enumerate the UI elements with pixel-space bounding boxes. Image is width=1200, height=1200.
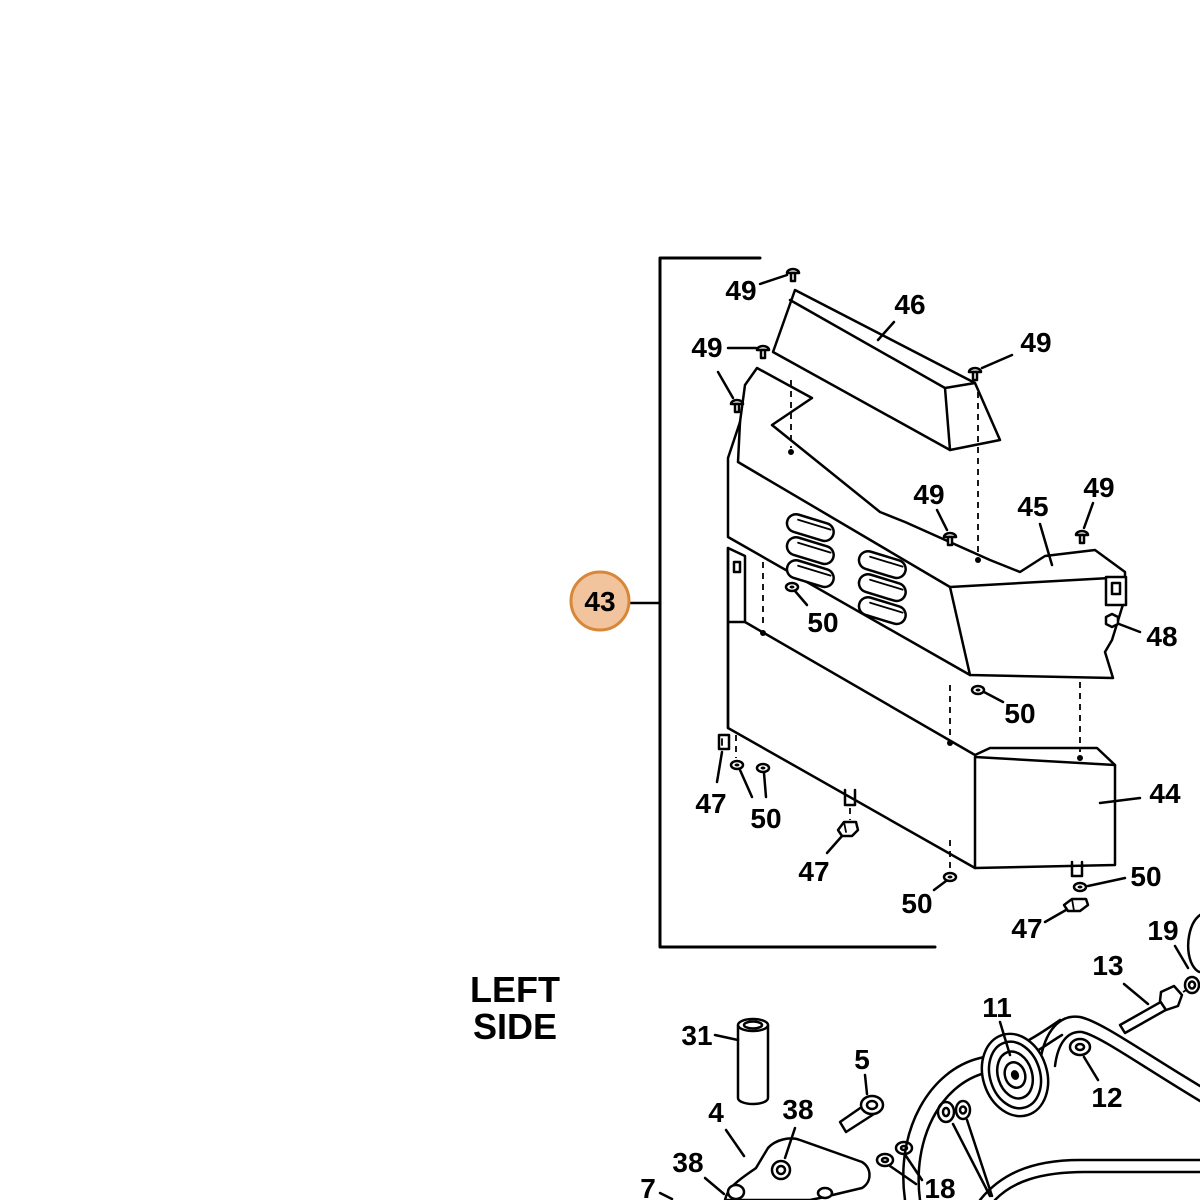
callout-4[interactable]: 4	[708, 1097, 724, 1128]
callout-49[interactable]: 49	[691, 332, 722, 363]
pulley-11	[980, 1032, 1050, 1118]
screw-49	[1074, 529, 1090, 545]
callout-50[interactable]: 50	[750, 803, 781, 834]
callout-43-label[interactable]: 43	[584, 586, 615, 617]
callout-43-circle[interactable]	[569, 570, 631, 632]
leader-lines-top	[715, 273, 1142, 924]
callout-49[interactable]: 49	[1020, 327, 1051, 358]
callout-13[interactable]: 13	[1092, 950, 1123, 981]
side-label-line1: LEFT	[470, 969, 560, 1010]
callout-49[interactable]: 49	[913, 479, 944, 510]
screw-49	[967, 366, 983, 382]
callout-5[interactable]: 5	[854, 1044, 870, 1075]
callout-7[interactable]: 7	[640, 1173, 656, 1200]
callout-50[interactable]: 50	[1130, 861, 1161, 892]
callout-45[interactable]: 45	[1017, 491, 1048, 522]
lower-shroud-44	[726, 546, 1117, 878]
callout-49[interactable]: 49	[1083, 472, 1114, 503]
callout-43-hotspot[interactable]: 43	[569, 570, 631, 632]
nut-19	[1183, 975, 1200, 995]
idler-arm-4	[723, 1137, 871, 1200]
callout-labels: 49 46 49 49 49 45 49 50 48 50 44 47 50 4…	[640, 275, 1181, 1200]
callout-44[interactable]: 44	[1149, 778, 1181, 809]
clip-47	[1062, 897, 1090, 913]
shoulder-bolt-5	[838, 1094, 885, 1134]
callout-18[interactable]: 18	[924, 1173, 955, 1200]
nut-50	[755, 762, 771, 774]
nut-50	[942, 871, 958, 883]
screw-49	[755, 344, 771, 360]
screw-49	[729, 398, 745, 414]
nut-50	[784, 581, 800, 593]
screw-49	[785, 267, 801, 283]
callout-19[interactable]: 19	[1147, 915, 1178, 946]
nut-50	[1072, 881, 1088, 893]
pulley-edge-partial	[1187, 913, 1200, 974]
callout-49[interactable]: 49	[725, 275, 756, 306]
spacer-tube-31	[736, 1017, 770, 1106]
callout-50[interactable]: 50	[1004, 698, 1035, 729]
clip-47	[836, 820, 860, 838]
callout-11[interactable]: 11	[982, 992, 1012, 1023]
view-side-label: LEFT SIDE	[470, 969, 560, 1047]
upper-shroud-45	[726, 366, 1128, 680]
callout-48[interactable]: 48	[1146, 621, 1177, 652]
nut-48	[1104, 612, 1120, 629]
nut-50	[970, 684, 986, 696]
leader-lines-bottom	[658, 944, 1190, 1200]
callout-12[interactable]: 12	[1091, 1082, 1122, 1113]
top-cover-46	[771, 288, 1002, 452]
mount-tab	[1104, 575, 1128, 607]
callout-47[interactable]: 47	[695, 788, 726, 819]
assembly-dashed-lines	[735, 380, 1083, 870]
washer-12	[1068, 1037, 1092, 1057]
screw-49	[942, 531, 958, 547]
louver-vents	[785, 512, 907, 626]
callout-47[interactable]: 47	[798, 856, 829, 887]
callout-38[interactable]: 38	[782, 1094, 813, 1125]
callout-38[interactable]: 38	[672, 1147, 703, 1178]
side-label-line2: SIDE	[473, 1006, 557, 1047]
callout-50[interactable]: 50	[901, 888, 932, 919]
bolt-13	[1118, 981, 1200, 1035]
nut-50	[729, 759, 745, 771]
callout-50[interactable]: 50	[807, 607, 838, 638]
callout-46[interactable]: 46	[894, 289, 925, 320]
clip-47	[717, 733, 731, 751]
callout-31[interactable]: 31	[681, 1020, 712, 1051]
washers-18	[875, 1099, 972, 1168]
callout-47[interactable]: 47	[1011, 913, 1042, 944]
